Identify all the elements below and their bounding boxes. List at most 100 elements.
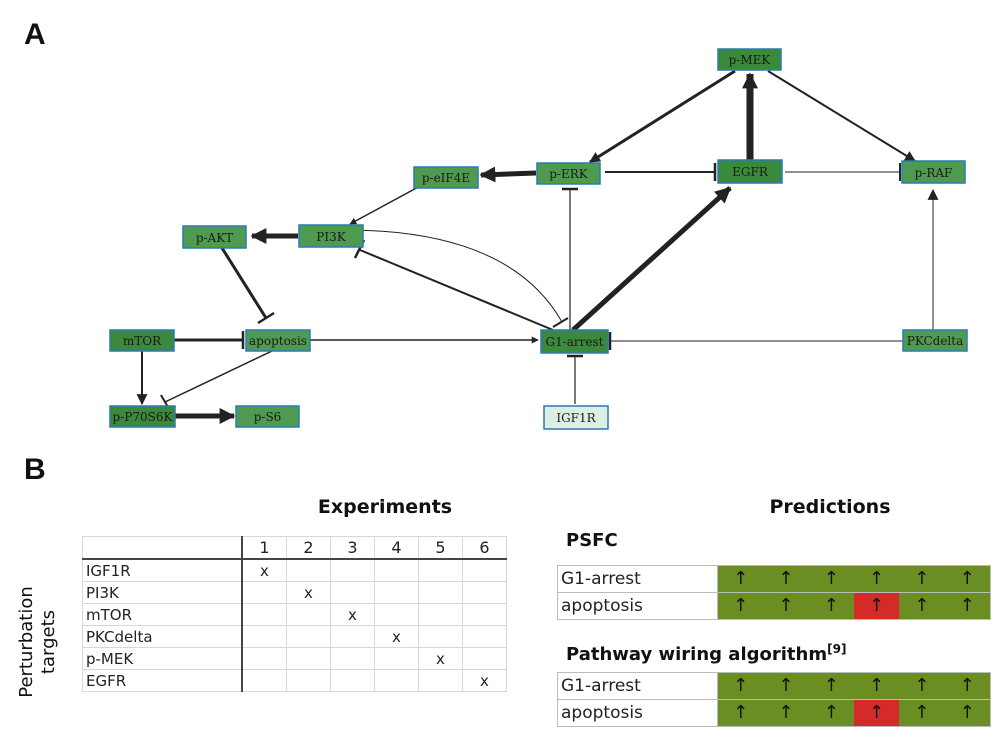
svg-text:PKCdelta: PKCdelta <box>907 334 964 348</box>
table-cell <box>286 647 331 670</box>
pwa-citation: [9] <box>827 642 847 656</box>
prediction-row-label: apoptosis <box>558 700 718 726</box>
up-arrow-icon: ↑ <box>868 568 885 589</box>
up-arrow-icon: ↑ <box>733 568 749 589</box>
table-cell <box>330 647 375 670</box>
header-row: 1 2 3 4 5 6 <box>82 536 507 560</box>
svg-text:EGFR: EGFR <box>732 165 769 179</box>
node-pkcdelta: PKCdelta <box>902 329 968 352</box>
column-header: 1 <box>241 536 287 560</box>
psfc-prediction-table: G1-arrest↑↑↑↑↑↑apoptosis↑↑↑↑↑↑ <box>557 565 991 620</box>
table-cell <box>241 647 287 670</box>
prediction-row: G1-arrest↑↑↑↑↑↑ <box>558 673 990 699</box>
table-cell <box>286 669 331 692</box>
table-row: PKCdelta x <box>82 625 507 648</box>
node-egfr: EGFR <box>717 159 783 184</box>
svg-text:PI3K: PI3K <box>316 230 346 244</box>
predictions-title: Predictions <box>769 496 891 518</box>
pwa-prediction-table: G1-arrest↑↑↑↑↑↑apoptosis↑↑↑↑↑↑ <box>557 672 991 727</box>
svg-text:p-eIF4E: p-eIF4E <box>422 171 470 185</box>
up-arrow-icon: ↑ <box>823 595 839 616</box>
node-praf: p-RAF <box>901 160 966 184</box>
table-cell <box>418 603 463 626</box>
up-arrow-icon: ↑ <box>778 702 794 723</box>
node-perk: p-ERK <box>536 162 601 185</box>
up-arrow-icon: ↑ <box>959 675 975 696</box>
table-cell <box>330 625 375 648</box>
row-label: PKCdelta <box>82 625 243 648</box>
row-label: EGFR <box>82 669 243 692</box>
psfc-title: PSFC <box>566 530 618 551</box>
table-cell <box>241 581 287 604</box>
prediction-row-label: G1-arrest <box>558 566 718 592</box>
up-arrow-icon: ↑ <box>823 568 839 589</box>
table-cell <box>374 647 419 670</box>
table-cell <box>286 603 331 626</box>
svg-text:apoptosis: apoptosis <box>249 334 307 348</box>
table-cell <box>374 669 419 692</box>
edge-peif4e-pi3k <box>349 184 423 225</box>
prediction-cells: ↑↑↑↑↑↑ <box>718 566 990 592</box>
edge-pi3k-g1arrest <box>344 229 563 323</box>
node-pi3k: PI3K <box>298 224 364 248</box>
node-pakt: p-AKT <box>182 225 247 249</box>
svg-text:p-S6: p-S6 <box>254 410 282 424</box>
node-apoptosis: apoptosis <box>245 329 311 352</box>
svg-text:G1-arrest: G1-arrest <box>546 335 604 349</box>
table-cell: x <box>286 581 331 604</box>
table-cell <box>462 558 507 582</box>
panel-label-b: B <box>24 453 46 486</box>
svg-text:p-RAF: p-RAF <box>915 166 953 180</box>
table-cell <box>462 625 507 648</box>
up-arrow-icon: ↑ <box>823 702 839 723</box>
node-mtor: mTOR <box>109 329 175 352</box>
table-cell <box>330 558 375 582</box>
column-header: 4 <box>374 536 419 560</box>
experiments-y-label: Perturbation targets <box>16 582 60 702</box>
up-arrow-icon: ↑ <box>733 675 749 696</box>
edge-apoptosis-pp70s6k <box>164 350 273 403</box>
panel-label-a: A <box>24 18 46 51</box>
pwa-title-text: Pathway wiring algorithm <box>566 644 828 665</box>
edge-g1arrest-egfr <box>571 186 732 332</box>
up-arrow-icon: ↑ <box>733 595 749 616</box>
prediction-row: apoptosis↑↑↑↑↑↑ <box>558 592 990 619</box>
y-label-line-2: targets <box>38 609 59 675</box>
table-cell <box>462 581 507 604</box>
table-cell <box>418 581 463 604</box>
row-label: PI3K <box>82 581 243 604</box>
table-cell <box>462 647 507 670</box>
table-cell <box>374 558 419 582</box>
table-row: mTOR x <box>82 603 507 626</box>
table-cell: x <box>330 603 375 626</box>
up-arrow-icon: ↑ <box>914 568 930 589</box>
table-cell <box>330 669 375 692</box>
column-header: 2 <box>286 536 331 560</box>
row-label: mTOR <box>82 603 243 626</box>
table-cell <box>418 625 463 648</box>
table-row: PI3K x <box>82 581 507 604</box>
table-cell <box>374 603 419 626</box>
up-arrow-icon: ↑ <box>959 595 975 616</box>
prediction-cells: ↑↑↑↑↑↑ <box>718 593 990 619</box>
network-diagram: p-MEK p-ERK EGFR p-RAF p-eIF4E p-AKT PI3… <box>109 48 968 430</box>
row-label: IGF1R <box>82 558 243 582</box>
svg-text:p-AKT: p-AKT <box>196 231 233 245</box>
node-pp70s6k: p-P70S6K <box>109 405 176 428</box>
pwa-title: Pathway wiring algorithm[9] <box>566 642 846 665</box>
svg-text:p-MEK: p-MEK <box>729 53 772 67</box>
edge-perk-peif4e <box>479 166 537 183</box>
node-peif4e: p-eIF4E <box>413 166 479 189</box>
node-igf1r: IGF1R <box>543 405 609 430</box>
up-arrow-icon: ↑ <box>959 568 975 589</box>
prediction-row: G1-arrest↑↑↑↑↑↑ <box>558 566 990 592</box>
table-cell <box>286 558 331 582</box>
up-arrow-icon: ↑ <box>733 702 749 723</box>
up-arrow-icon: ↑ <box>914 595 930 616</box>
up-arrow-icon: ↑ <box>868 675 885 696</box>
table-cell: x <box>374 625 419 648</box>
y-label-line-1: Perturbation <box>16 586 37 698</box>
node-pmek: p-MEK <box>717 48 782 71</box>
prediction-row-label: apoptosis <box>558 593 718 619</box>
